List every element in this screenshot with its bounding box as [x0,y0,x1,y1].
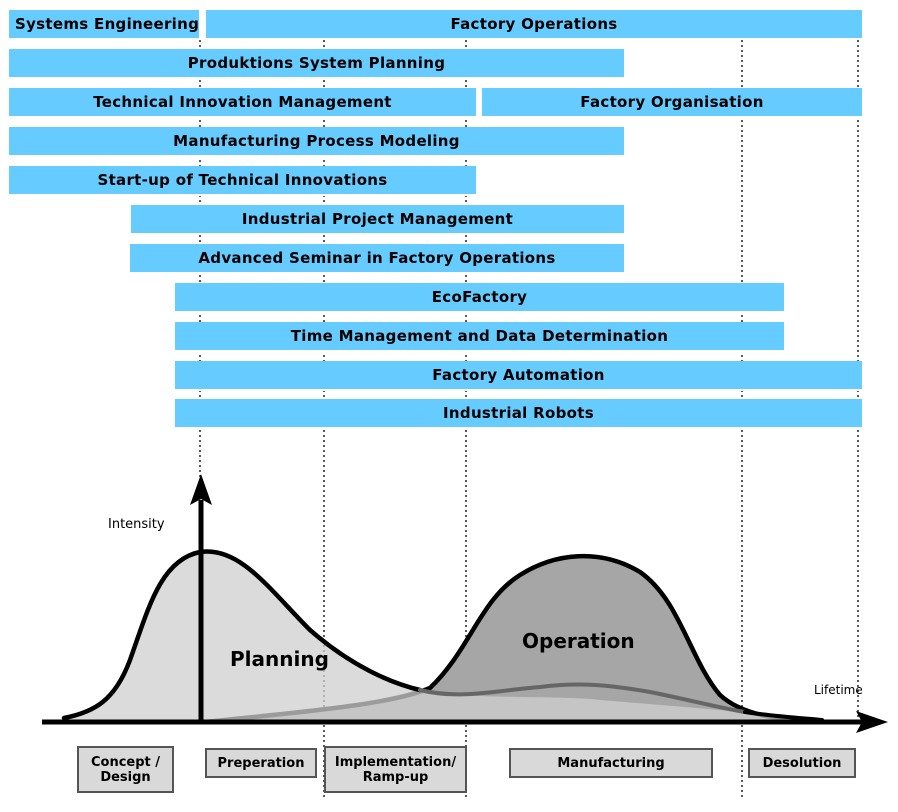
course-industrial-robots[interactable]: Industrial Robots [175,399,864,429]
course-systems-engineering[interactable]: Systems Engineering [9,10,201,40]
planning-curve [64,551,822,722]
intensity-label: Intensity [108,517,165,532]
course-time-management[interactable]: Time Management and Data Determination [175,322,786,352]
course-industrial-project-management[interactable]: Industrial Project Management [131,205,626,235]
operation-label: Operation [522,629,635,653]
course-ecofactory[interactable]: EcoFactory [175,283,786,313]
course-produktions-system-planning[interactable]: Produktions System Planning [9,49,626,79]
phase-implementation: Implementation/ Ramp-up [324,746,467,793]
course-technical-innovation-management[interactable]: Technical Innovation Management [9,88,478,118]
course-factory-operations[interactable]: Factory Operations [206,10,864,40]
phase-concept-design: Concept / Design [77,746,174,793]
intensity-axis-arrowhead [190,474,212,505]
course-factory-automation[interactable]: Factory Automation [175,361,864,391]
planning-curve-end [743,710,824,722]
course-manufacturing-process-modeling[interactable]: Manufacturing Process Modeling [9,127,626,157]
lifetime-label: Lifetime [814,683,863,697]
course-startup-technical-innovations[interactable]: Start-up of Technical Innovations [9,166,478,196]
phase-preperation: Preperation [205,748,317,778]
planning-curve-tail [418,682,747,714]
phase-desolution: Desolution [748,748,856,778]
lifetime-axis-arrowhead [856,711,888,733]
course-factory-organisation[interactable]: Factory Organisation [482,88,864,118]
planning-label: Planning [230,647,329,671]
course-advanced-seminar[interactable]: Advanced Seminar in Factory Operations [130,244,626,274]
phase-manufacturing: Manufacturing [509,748,713,778]
